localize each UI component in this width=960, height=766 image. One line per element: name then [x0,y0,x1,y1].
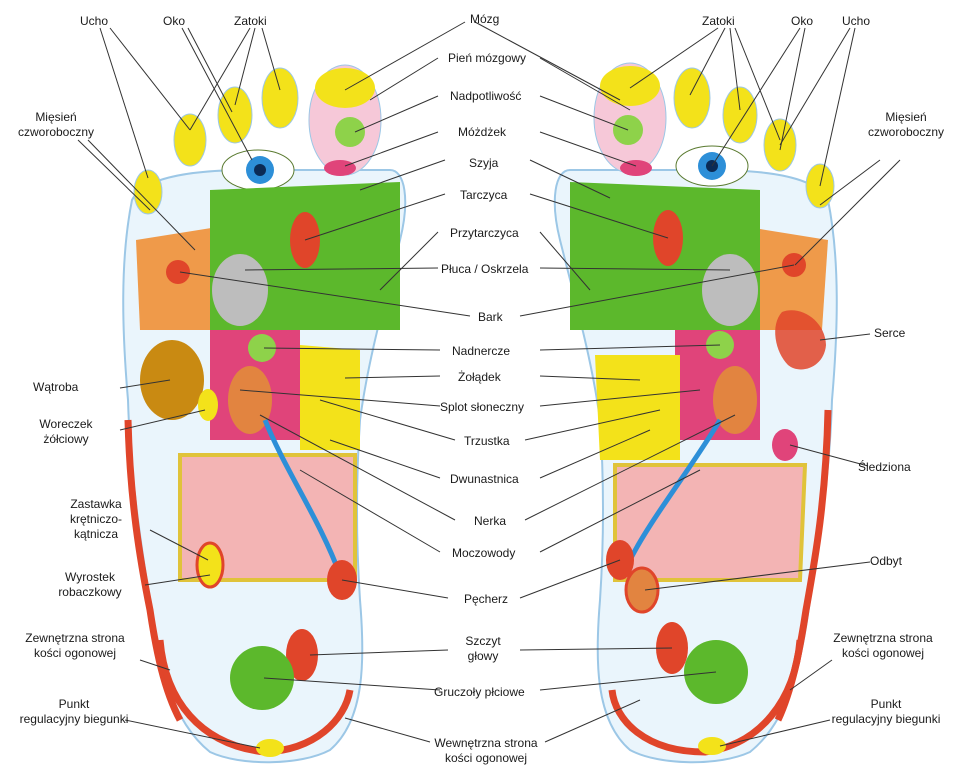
label-mozg: Mózg [470,12,499,27]
left-toe-2 [262,68,298,128]
label-oko-right: Oko [791,14,813,29]
label-trzustka: Trzustka [464,434,510,449]
label-tarczyca: Tarczyca [460,188,507,203]
left-liver [140,340,204,420]
left-appendix [197,543,223,587]
right-pancreas-zone [595,355,680,460]
label-nadpotliwosc: Nadpotliwość [450,89,521,104]
label-bark: Bark [478,310,503,325]
right-brain-zone [600,66,660,106]
right-foot [555,63,837,762]
label-odbyt: Odbyt [870,554,902,569]
left-toe-4 [174,114,206,166]
right-lung-grey [702,254,758,326]
label-zoladek: Żołądek [458,370,501,385]
label-zatoki-left: Zatoki [234,14,267,29]
label-przytarczyca: Przytarczyca [450,226,519,241]
left-pituitary [335,117,365,147]
label-mozdzek: Móżdżek [458,125,506,140]
label-nadnercze: Nadnercze [452,344,510,359]
label-nerka: Nerka [474,514,506,529]
label-szyja: Szyja [469,156,498,171]
label-watroba: Wątroba [33,380,78,395]
right-spleen [772,429,798,461]
label-ucho-right: Ucho [842,14,870,29]
right-toe-2 [674,68,710,128]
left-regulation-point [256,739,284,757]
label-splot: Splot słoneczny [440,400,524,415]
label-pluca: Płuca / Oskrzela [441,262,528,277]
right-intestine-zone [615,465,805,580]
left-sex-glands [230,646,294,710]
label-oko-left: Oko [163,14,185,29]
label-serce: Serce [874,326,905,341]
left-cerebellum [324,160,356,176]
label-zatoki-right: Zatoki [702,14,735,29]
left-eye-pupil [254,164,266,176]
right-toe-3 [723,87,757,143]
left-trapezius-point [166,260,190,284]
label-pien-mozgowy: Pień mózgowy [448,51,526,66]
label-sledziona: Śledziona [858,460,911,475]
left-gallbladder [198,389,218,421]
label-gruczoly: Gruczoły płciowe [434,685,525,700]
label-ucho-left: Ucho [80,14,108,29]
left-lung-grey [212,254,268,326]
label-dwunastnica: Dwunastnica [450,472,519,487]
label-pecherz: Pęcherz [464,592,508,607]
left-brain-zone [315,68,375,108]
label-moczowody: Moczowody [452,546,515,561]
right-anus-zone [626,568,658,612]
left-foot [123,65,405,762]
